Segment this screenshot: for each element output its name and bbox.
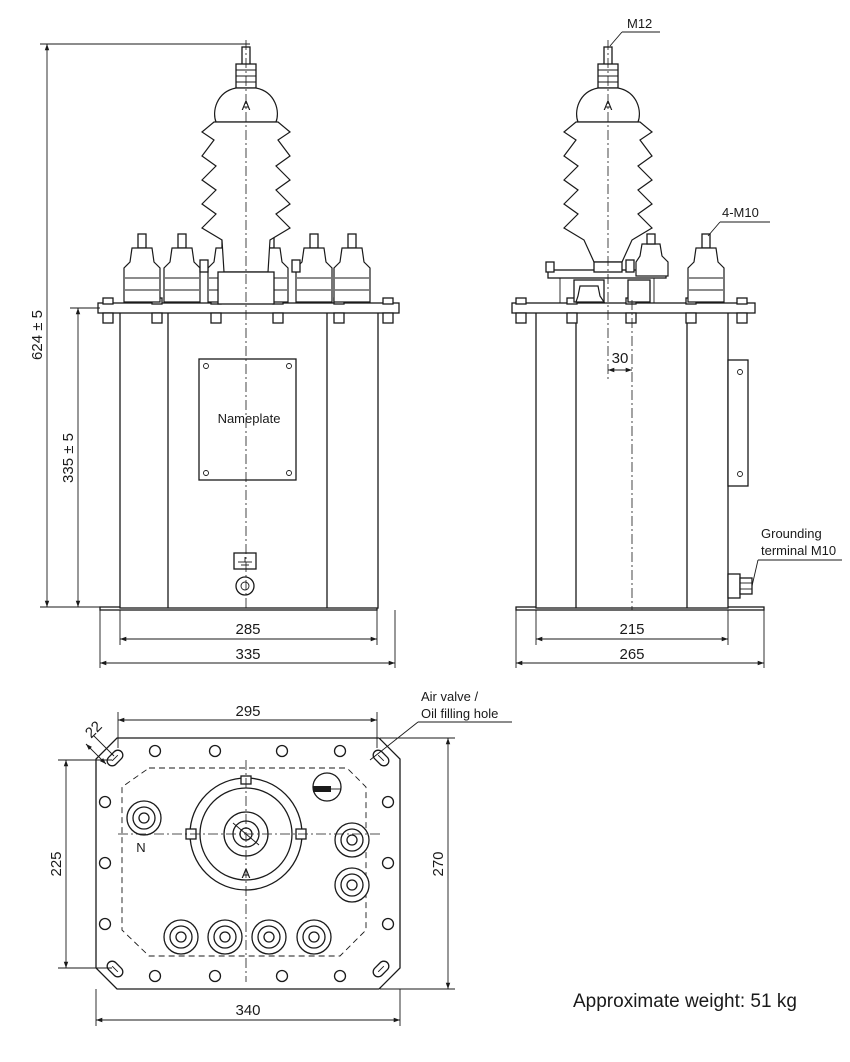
top-right-bushings <box>334 822 370 903</box>
side-terminal-box <box>727 359 749 487</box>
dim-base-depth: 265 <box>619 646 644 663</box>
dim-slot: 22 <box>82 718 106 742</box>
air-valve <box>312 772 342 802</box>
label-m12: M12 <box>627 16 652 31</box>
dim-depth: 270 <box>430 851 447 876</box>
front-hv-mark: A <box>242 98 251 113</box>
dim-tank-depth: 215 <box>619 621 644 638</box>
label-grounding-1: Grounding <box>761 526 822 541</box>
nameplate-label: Nameplate <box>218 411 281 426</box>
label-valve-2: Oil filling hole <box>421 706 498 721</box>
front-ground-terminal <box>233 552 257 596</box>
dim-height-tank: 335 ± 5 <box>60 433 77 483</box>
top-view: A N Air valve / Oil <box>48 689 512 1026</box>
dim-height-total: 624 ± 5 <box>29 310 46 360</box>
label-4-m10: 4-M10 <box>722 205 759 220</box>
dim-base-width: 335 <box>235 646 260 663</box>
side-bracket <box>545 233 669 303</box>
dim-bolt-spacing: 225 <box>48 851 65 876</box>
nameplate: Nameplate <box>198 358 297 481</box>
label-grounding-2: terminal M10 <box>761 543 836 558</box>
weight-note: Approximate weight: 51 kg <box>573 991 797 1012</box>
side-hv-mark: A <box>604 98 613 113</box>
dim-tank-width: 285 <box>235 621 260 638</box>
dim-top-width: 295 <box>235 703 260 720</box>
top-corner-slots <box>106 749 390 978</box>
side-lv-bushing <box>687 233 725 303</box>
dim-offset: 30 <box>612 350 629 367</box>
top-neutral-bushing: N <box>126 800 162 855</box>
top-neutral-mark: N <box>136 840 145 855</box>
top-perimeter-bolts <box>98 744 395 983</box>
dim-bottom-width: 340 <box>235 1002 260 1019</box>
side-view: A M12 4-M10 30 Grounding terminal M10 21… <box>511 16 842 668</box>
label-valve-1: Air valve / <box>421 689 478 704</box>
side-ground-terminal <box>727 573 753 599</box>
front-view: A Nameplate 624 ± 5 335 ± 5 <box>29 40 400 668</box>
top-bottom-bushings <box>163 919 332 955</box>
